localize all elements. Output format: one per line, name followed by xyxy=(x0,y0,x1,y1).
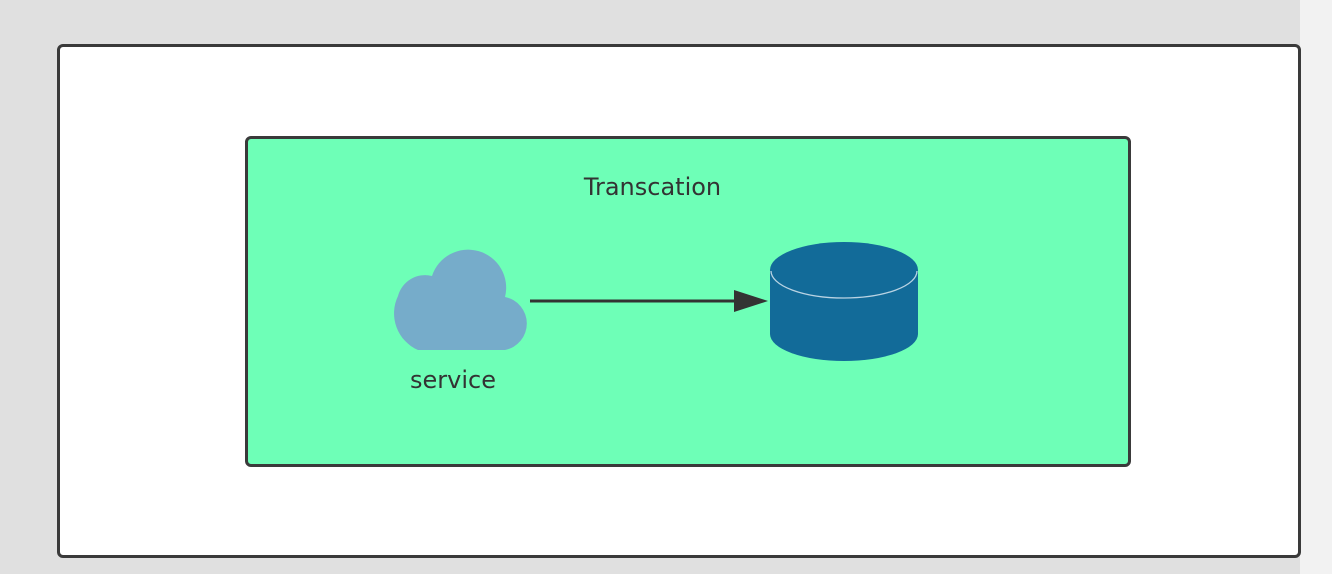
edge-arrow[interactable] xyxy=(530,290,768,312)
database-icon[interactable] xyxy=(770,242,918,361)
transaction-group-title: Transcation xyxy=(583,173,722,201)
cloud-icon[interactable] xyxy=(394,249,527,350)
service-node-label: service xyxy=(410,366,496,394)
right-edge xyxy=(1300,0,1332,574)
